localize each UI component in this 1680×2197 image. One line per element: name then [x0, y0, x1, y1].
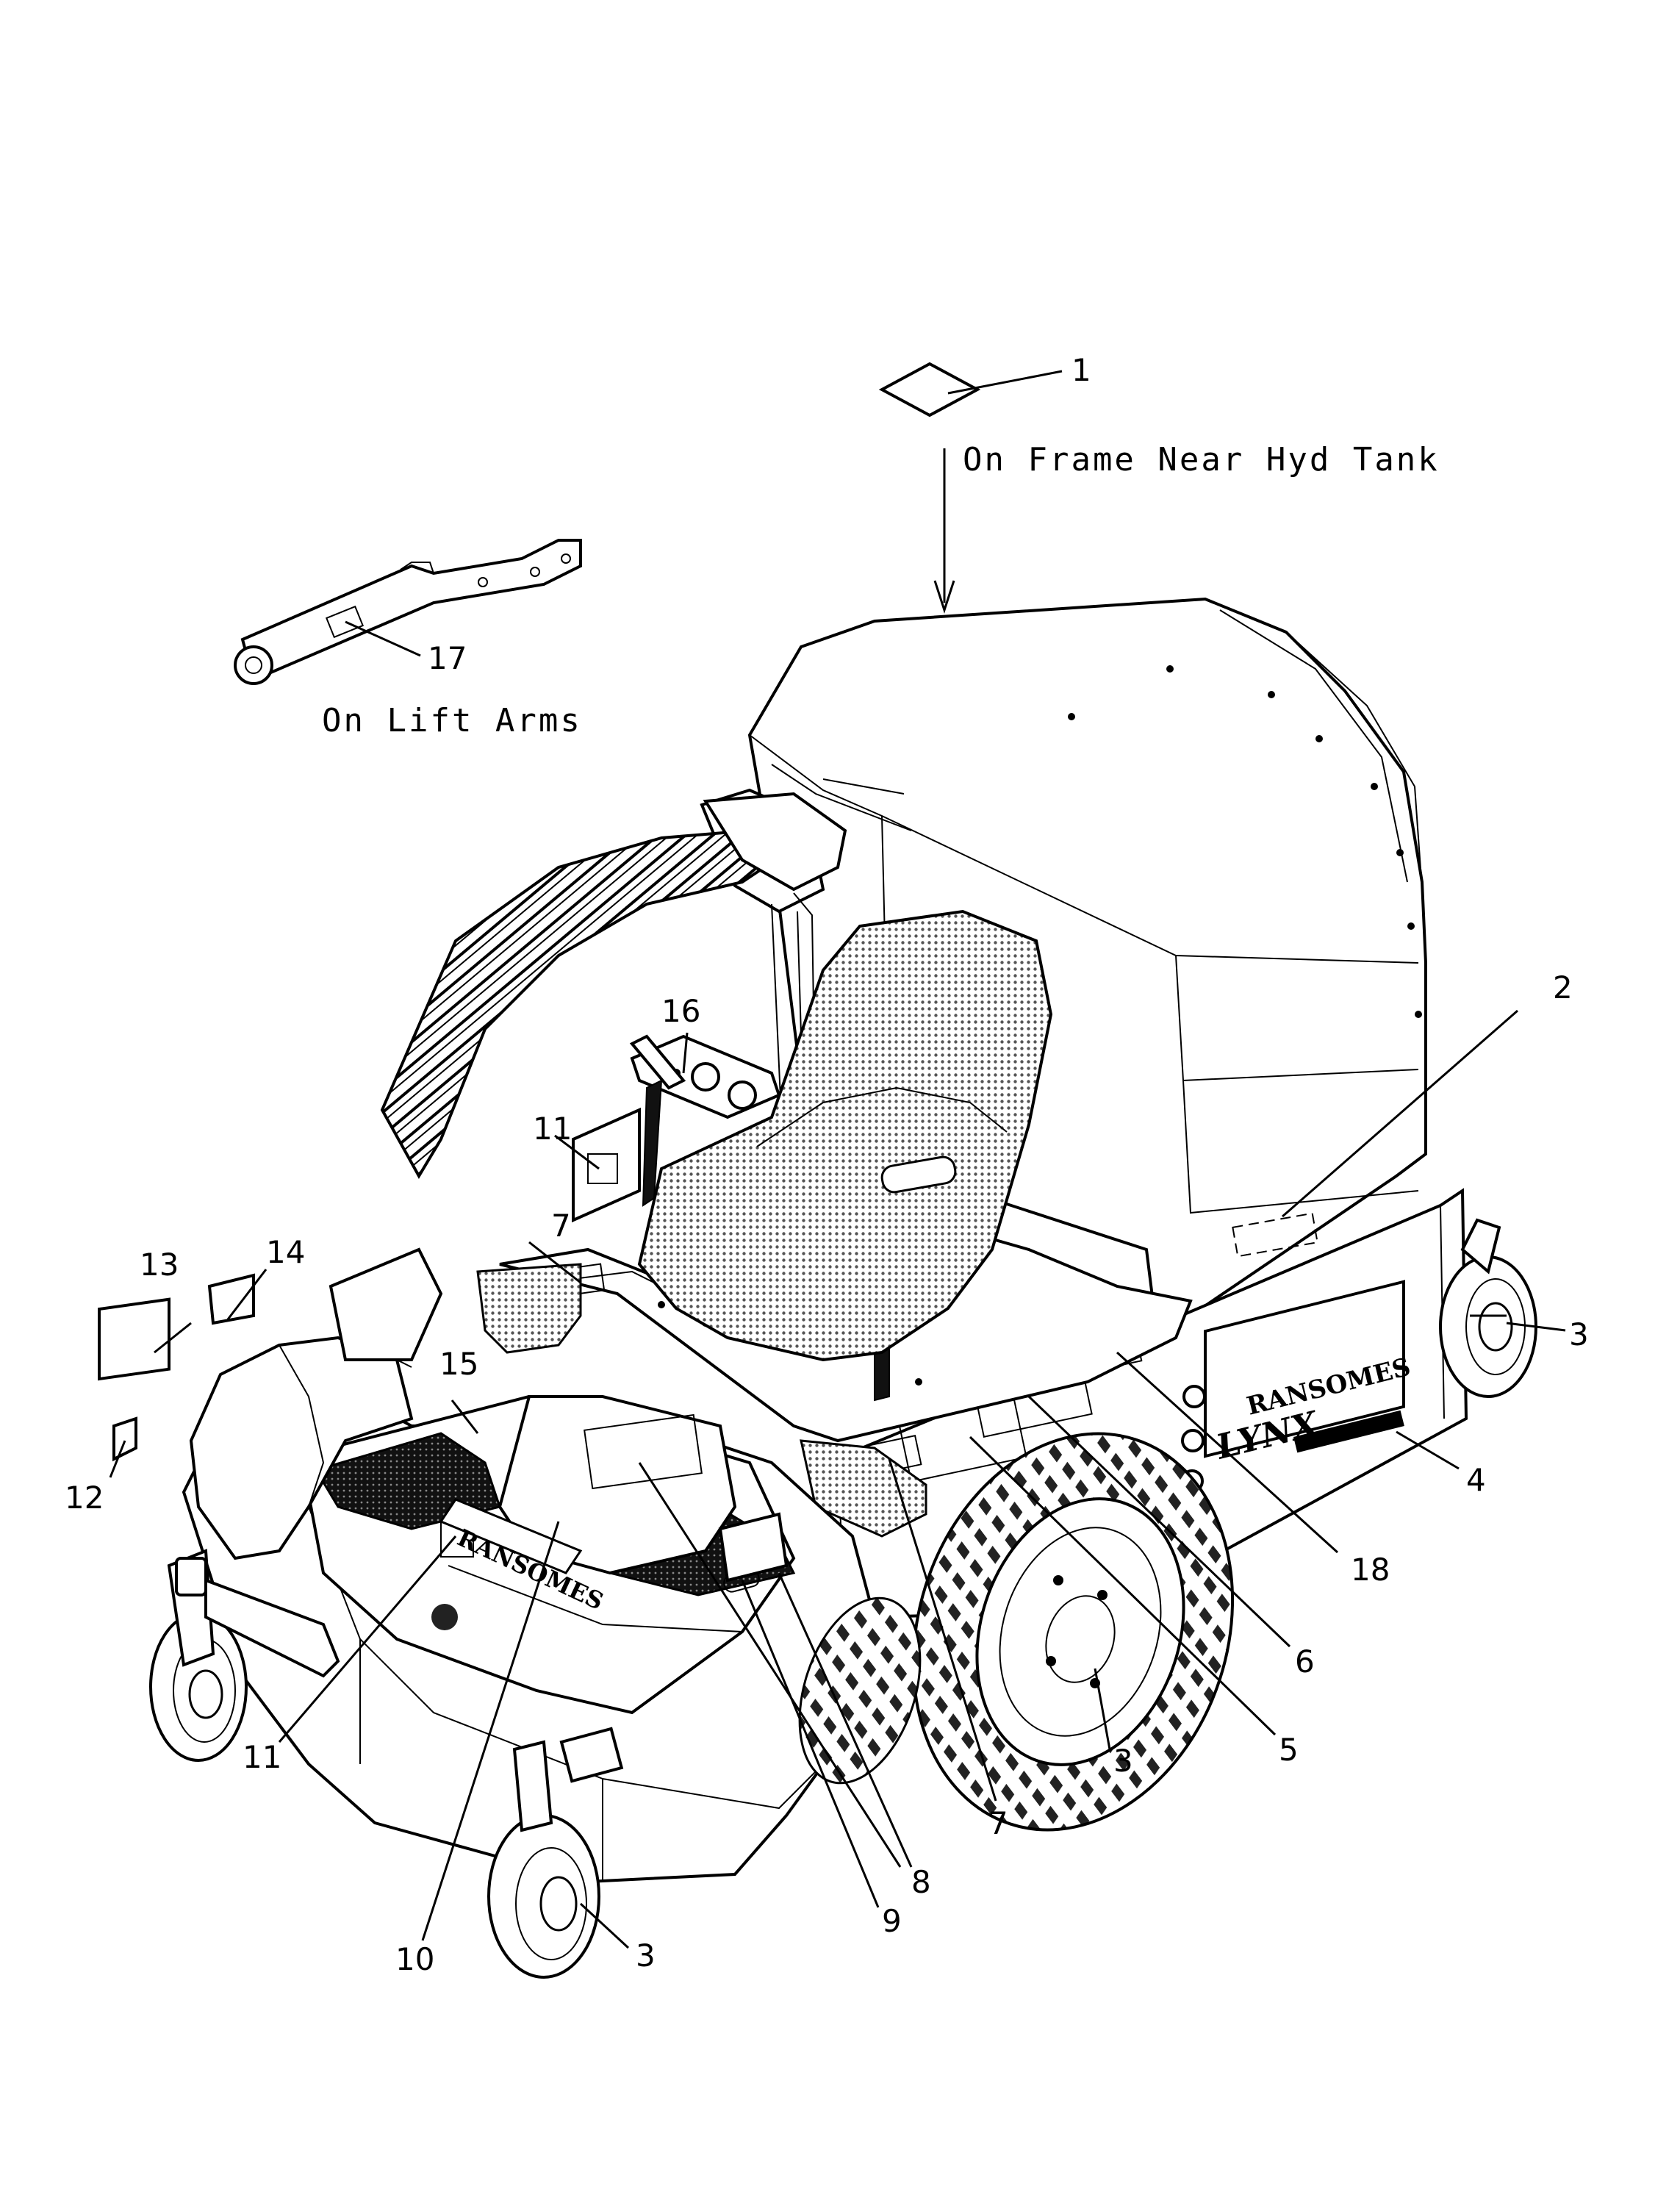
indicator-hole	[1182, 1385, 1206, 1408]
foot-step-left	[476, 1263, 582, 1354]
callout-10: 10	[395, 1941, 434, 1977]
lift-arm-detail	[234, 539, 582, 685]
callout-13: 13	[140, 1247, 179, 1283]
callout-14: 14	[266, 1234, 305, 1270]
callout-3: 3	[1569, 1316, 1589, 1352]
decal-13-marker	[98, 1297, 170, 1381]
callout-5: 5	[1279, 1732, 1299, 1768]
decal-8-marker	[584, 1413, 703, 1490]
callout-8: 8	[911, 1864, 931, 1900]
callout-17: 17	[428, 640, 467, 676]
callout-9: 9	[882, 1903, 902, 1939]
vacuum-hose	[380, 828, 789, 1179]
callout-16: 16	[661, 993, 700, 1029]
callout-1: 1	[1071, 352, 1091, 388]
caster-wheel-front	[487, 1727, 624, 1979]
control-console	[572, 1034, 781, 1223]
note-lift-arms: On Lift Arms	[322, 702, 582, 739]
callout-11: 11	[533, 1111, 572, 1147]
callout-3: 3	[636, 1938, 656, 1974]
decal-1-marker	[878, 362, 981, 417]
callout-12: 12	[65, 1480, 104, 1516]
callout-6: 6	[1295, 1644, 1315, 1680]
decal-2-marker	[1232, 1212, 1318, 1258]
indicator-hole	[1181, 1429, 1205, 1452]
gauge	[728, 1080, 757, 1110]
chute-top	[329, 1247, 443, 1361]
blower-housing	[189, 1247, 443, 1560]
callout-15: 15	[439, 1346, 478, 1382]
control-lever-left	[629, 1034, 686, 1090]
note-hyd-tank: On Frame Near Hyd Tank	[963, 441, 1440, 479]
callout-7: 7	[551, 1208, 571, 1244]
decal-17-marker	[325, 605, 365, 639]
caster-wheel-left	[149, 1549, 340, 1762]
callout-2: 2	[1553, 970, 1573, 1006]
decal-12-marker	[112, 1416, 137, 1462]
decal-14-marker	[207, 1273, 255, 1325]
operator-seat	[637, 909, 1053, 1362]
hose-inlet	[703, 792, 847, 892]
leader-lines	[109, 370, 1566, 1949]
callout-11: 11	[243, 1739, 281, 1775]
seat-adjust-knob	[880, 1155, 957, 1194]
callout-3: 3	[1113, 1743, 1133, 1779]
drive-tire	[798, 1432, 1235, 1832]
callout-4: 4	[1466, 1462, 1486, 1498]
callout-18: 18	[1351, 1552, 1390, 1588]
caster-wheel-rear	[1439, 1218, 1537, 1398]
callout-7: 7	[988, 1805, 1008, 1841]
gauge	[691, 1062, 720, 1092]
